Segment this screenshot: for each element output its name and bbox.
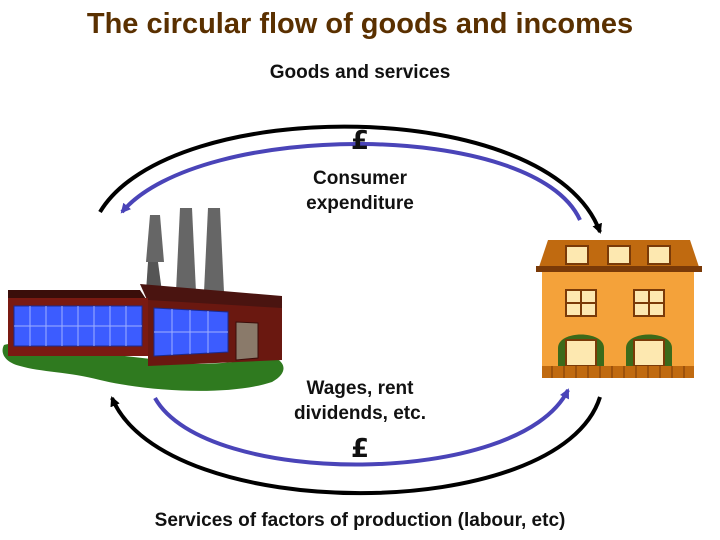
services-of-factors-label: Services of factors of production (labou… — [154, 510, 566, 531]
consumer-expenditure-label: Consumer expenditure — [250, 166, 470, 216]
pound-sign-top: £ — [350, 126, 370, 156]
consumer-expenditure-line-1: Consumer — [313, 168, 407, 189]
consumer-expenditure-arrow — [120, 142, 582, 221]
house-icon — [536, 240, 702, 378]
consumer-expenditure-line-2: expenditure — [306, 193, 414, 214]
pound-sign-bottom: £ — [350, 434, 370, 464]
wages-flow-arrow — [153, 388, 570, 467]
goods-flow-arrow — [98, 124, 602, 234]
factor-services-flow-arrow — [110, 396, 602, 496]
wages-label: Wages, rent dividends, etc. — [240, 376, 480, 426]
wages-line-1: Wages, rent — [306, 378, 414, 399]
wages-line-2: dividends, etc. — [294, 403, 426, 424]
goods-and-services-label: Goods and services — [269, 62, 451, 83]
factory-icon — [2, 208, 284, 391]
page-title: The circular flow of goods and incomes — [86, 8, 634, 40]
